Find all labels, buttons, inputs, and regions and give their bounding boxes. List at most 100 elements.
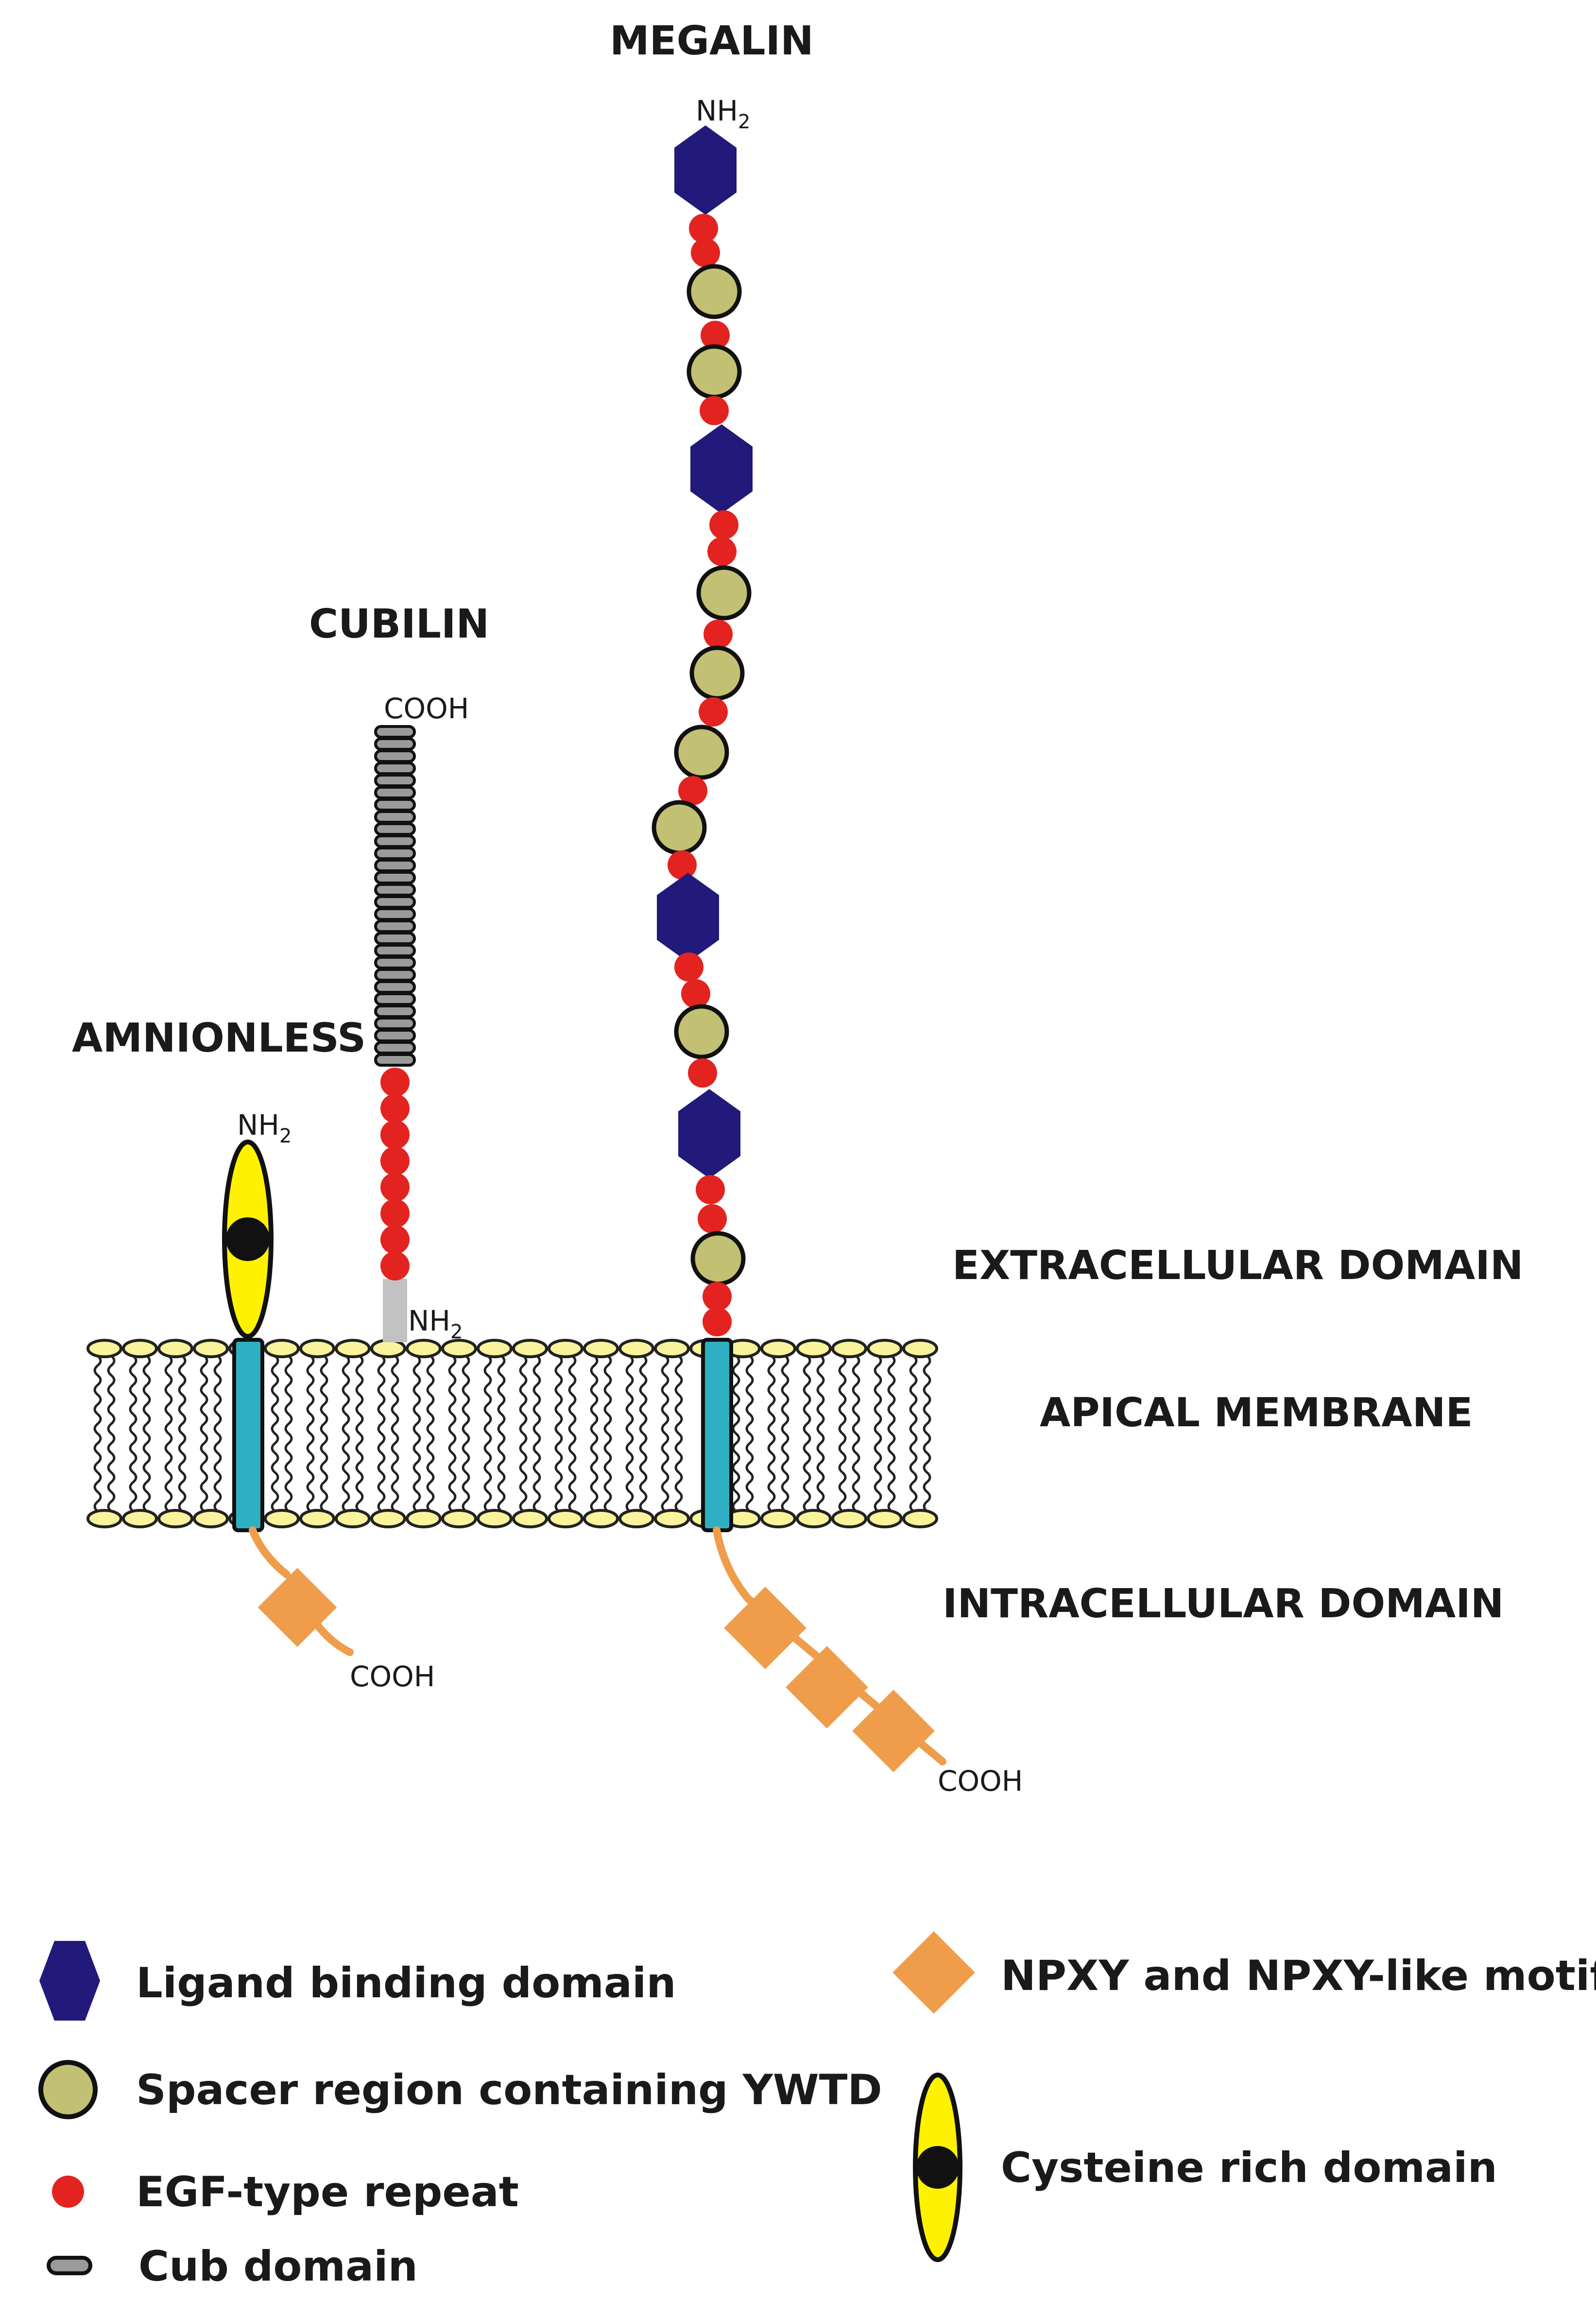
lipid-head [406,1509,442,1528]
megalin-spacer-ywtd [689,645,745,701]
cubilin-title: CUBILIN [309,601,489,647]
lipid-head [796,1339,832,1358]
cubilin-egf-repeat [380,1146,410,1176]
cub-domain [374,907,416,921]
cub-domain [374,725,416,739]
lipid-head [548,1509,583,1528]
cub-domain [374,737,416,751]
amnionless-cooh-label: COOH [350,1660,435,1693]
cub-domain [374,822,416,836]
cub-domain [374,1004,416,1018]
megalin-egf-repeat [701,321,730,350]
lipid-tail [625,1355,634,1512]
cub-domain [374,859,416,872]
lipid-head [86,1509,122,1528]
cub-domain [374,749,416,763]
amnionless-title: AMNIONLESS [72,1015,366,1061]
lipid-head [548,1339,583,1358]
legend-ligand-binding-label: Ligand binding domain [136,1959,676,2007]
legend-ligand-binding-icon [39,1941,100,2021]
lipid-tail [320,1355,328,1512]
megalin-transmembrane [701,1338,733,1532]
amnionless-cysteine-core [226,1217,270,1261]
lipid-tail [603,1355,612,1512]
lipid-tail [639,1355,648,1512]
megalin-egf-repeat [703,1282,732,1311]
lipid-head [264,1339,300,1358]
cubilin-egf-repeat [380,1225,410,1254]
lipid-tail [164,1355,173,1512]
lipid-heads [86,1339,938,1528]
legend-spacer-label: Spacer region containing YWTD [136,2066,882,2114]
megalin-nh2-label: NH2 [696,94,750,133]
lipid-tail [412,1355,421,1512]
lipid-tail [377,1355,386,1512]
lipid-tail [519,1355,528,1512]
lipid-tail [271,1355,279,1512]
legend-npxy-icon [892,1931,975,2014]
lipid-head [512,1339,548,1358]
lipid-head [902,1509,938,1528]
lipid-head [193,1509,229,1528]
lipid-head [831,1509,867,1528]
lipid-head [618,1509,654,1528]
lipid-tail [306,1355,315,1512]
lipid-head [122,1509,158,1528]
legend-spacer-icon [38,2060,98,2119]
cubilin-egf-repeat [380,1094,410,1123]
cubilin-egf-repeat [380,1251,410,1280]
nh-subscript: 2 [738,111,750,133]
legend-npxy-label: NPXY and NPXY-like motifs [1001,1952,1596,2000]
lipid-head [760,1509,796,1528]
lipid-tail [923,1355,931,1512]
megalin-egf-repeat [688,1058,717,1088]
megalin-spacer-ywtd [686,344,742,399]
lipid-tail [838,1355,847,1512]
lipid-head [299,1509,335,1528]
cubilin-cooh-label: COOH [384,692,469,725]
lipid-tail [590,1355,599,1512]
megalin-spacer-ywtd [696,565,752,621]
nh-text: NH [408,1304,450,1337]
lipid-head [406,1339,442,1358]
lipid-tail [661,1355,669,1512]
lipid-head [335,1339,371,1358]
megalin-spacer-ywtd [674,725,729,780]
cubilin-egf-repeat [380,1199,410,1228]
megalin-spacer-ywtd [686,264,742,319]
lipid-tail [178,1355,187,1512]
apical-membrane-label: APICAL MEMBRANE [1040,1390,1473,1436]
lipid-tail [554,1355,563,1512]
lipid-tail [142,1355,151,1512]
amnionless-cytoplasmic-tail [249,1526,354,1656]
cubilin-nh2-segment [383,1279,407,1342]
lipid-tail [732,1355,740,1512]
legend-cub-icon [47,2256,92,2275]
lipid-head [193,1339,229,1358]
lipid-tail [448,1355,457,1512]
lipid-head [654,1339,690,1358]
cub-domain [374,1053,416,1067]
legend-cub-label: Cub domain [138,2242,418,2291]
megalin-npxy-motif [786,1646,868,1729]
lipid-tail [852,1355,860,1512]
lipid-head [512,1509,548,1528]
lipid-head [157,1339,193,1358]
lipid-head [335,1509,371,1528]
intracellular-domain-label: INTRACELLULAR DOMAIN [943,1581,1504,1627]
nh-subscript: 2 [450,1321,463,1343]
megalin-spacer-ywtd [674,1004,729,1059]
lipid-tail [781,1355,789,1512]
cub-domain [374,968,416,982]
cub-domain [374,798,416,812]
lipid-head [796,1509,832,1528]
megalin-egf-repeat [704,620,733,649]
cubilin-cub-domains [374,725,416,1067]
legend: Ligand binding domain Spacer region cont… [38,1931,1596,2291]
megalin-egf-repeat [707,537,737,566]
megalin-ligand-binding-domain [674,125,737,215]
lipid-head [867,1339,903,1358]
megalin-extracellular-chain [652,125,753,1336]
lipid-head [264,1509,300,1528]
lipid-tail [816,1355,825,1512]
